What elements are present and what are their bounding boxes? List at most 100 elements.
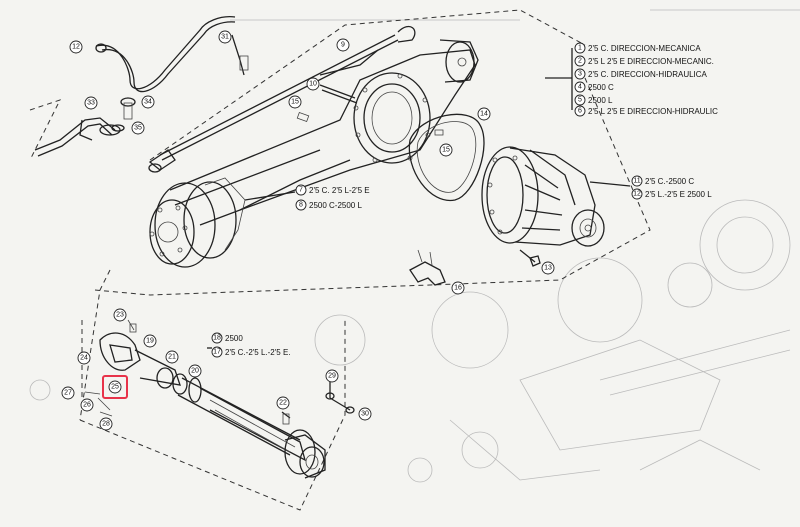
legend-item: 17 2'5 C.-2'5 L.-2'5 E.	[211, 346, 291, 358]
legend-text: 2'5 C.-2500 C	[645, 177, 694, 186]
legend-text: 2'5 L.-2'5 E 2500 L	[645, 190, 712, 199]
group-outlines	[29, 9, 651, 511]
callout-20: 20	[188, 364, 202, 378]
callout-16: 16	[451, 281, 465, 295]
legend-item: 6 2'5 L 2'5 E DIRECCION-HIDRAULIC	[574, 105, 718, 117]
legend-text: 2500	[225, 334, 243, 343]
callout-26: 26	[80, 398, 94, 412]
legend-number: 1	[578, 45, 582, 52]
callout-34: 34	[141, 95, 155, 109]
legend-number: 4	[578, 84, 582, 91]
legend-text: 2'5 C. DIRECCION-MECANICA	[588, 44, 701, 53]
callout-9: 9	[336, 38, 350, 52]
callouts: 12 31 33 34 35 9 10 15 14 15 13 16 23 19…	[61, 30, 555, 431]
legend-diff: 11 2'5 C.-2500 C 12 2'5 L.-2'5 E 2500 L	[631, 175, 712, 200]
callout-label: 14	[480, 111, 488, 118]
drive-shaft	[84, 319, 355, 479]
callout-13: 13	[541, 261, 555, 275]
callout-22: 22	[276, 396, 290, 410]
legend-number: 6	[578, 108, 582, 115]
callout-21: 21	[165, 350, 179, 364]
callout-label: 24	[80, 355, 88, 362]
callout-33: 33	[84, 96, 98, 110]
callout-label: 28	[102, 421, 110, 428]
callout-25[interactable]: 25	[108, 380, 122, 394]
callout-label: 27	[64, 390, 72, 397]
callout-19: 19	[143, 334, 157, 348]
legend-text: 2'5 C. 2'5 L-2'5 E	[309, 186, 370, 195]
differential-carrier	[481, 146, 605, 267]
legend-item: 7 2'5 C. 2'5 L-2'5 E	[295, 184, 370, 196]
tie-rod	[148, 25, 416, 173]
legend-number: 18	[213, 335, 221, 342]
legend-text: 2'5 C. DIRECCION-HIDRAULICA	[588, 70, 708, 79]
legend-item: 2 2'5 L 2'5 E DIRECCION-MECANIC.	[574, 55, 714, 67]
callout-15a: 15	[288, 95, 302, 109]
legend-number: 2	[578, 58, 582, 65]
legend-text: 2500 L	[588, 96, 613, 105]
legend-number: 12	[633, 191, 641, 198]
legend-number: 11	[633, 178, 640, 185]
bracket	[409, 249, 446, 286]
callout-label: 31	[221, 34, 229, 41]
legend-number: 17	[213, 349, 221, 356]
callout-label: 15	[442, 147, 450, 154]
legend-item: 5 2500 L	[574, 94, 613, 106]
callout-label: 23	[116, 312, 124, 319]
callout-label: 29	[328, 373, 336, 380]
legend-item: 12 2'5 L.-2'5 E 2500 L	[631, 188, 712, 200]
callout-label: 9	[341, 42, 345, 49]
callout-28: 28	[99, 417, 113, 431]
legend-number: 7	[299, 187, 303, 194]
callout-29: 29	[325, 369, 339, 383]
callout-label: 19	[146, 338, 154, 345]
callout-23: 23	[113, 308, 127, 322]
callout-label: 13	[544, 265, 552, 272]
callout-30: 30	[358, 407, 372, 421]
gasket	[408, 113, 485, 201]
callout-label: 35	[134, 125, 142, 132]
axle-housing	[149, 39, 479, 268]
legend-item: 3 2'5 C. DIRECCION-HIDRAULICA	[574, 68, 708, 80]
legend-text: 2500 C	[588, 83, 614, 92]
legend-text: 2'5 L 2'5 E DIRECCION-HIDRAULIC	[588, 107, 718, 116]
legend-top: 1 2'5 C. DIRECCION-MECANICA 2 2'5 L 2'5 …	[574, 42, 718, 117]
background-bleed	[29, 9, 800, 483]
callout-label: 25	[111, 384, 119, 391]
callout-label: 12	[72, 44, 80, 51]
legend-text: 2'5 L 2'5 E DIRECCION-MECANIC.	[588, 57, 714, 66]
legend-number: 3	[578, 71, 582, 78]
legend-item: 4 2500 C	[574, 81, 614, 93]
callout-12: 12	[69, 40, 83, 54]
callout-label: 34	[144, 99, 152, 106]
legend-item: 1 2'5 C. DIRECCION-MECANICA	[574, 42, 701, 54]
callout-label: 21	[168, 354, 176, 361]
legend-item: 18 2500	[211, 332, 243, 344]
callout-label: 20	[191, 368, 199, 375]
callout-label: 15	[291, 99, 299, 106]
legend-item: 11 2'5 C.-2500 C	[631, 175, 694, 187]
callout-35: 35	[131, 121, 145, 135]
lever-assembly	[34, 97, 136, 157]
legend-text: 2'5 C.-2'5 L.-2'5 E.	[225, 348, 291, 357]
legend-shaft: 18 2500 17 2'5 C.-2'5 L.-2'5 E.	[211, 332, 291, 358]
legend-housing: 7 2'5 C. 2'5 L-2'5 E 8 2500 C-2500 L	[295, 184, 370, 211]
callout-label: 16	[454, 285, 462, 292]
legend-item: 8 2500 C-2500 L	[295, 199, 362, 211]
selection-highlight	[102, 375, 128, 399]
callout-label: 26	[83, 402, 91, 409]
callout-15b: 15	[439, 143, 453, 157]
leader-lines	[207, 48, 631, 349]
callout-27: 27	[61, 386, 75, 400]
callout-label: 33	[87, 100, 95, 107]
callout-label: 30	[361, 411, 369, 418]
legend-number: 5	[578, 97, 582, 104]
legend-text: 2500 C-2500 L	[309, 201, 362, 210]
callout-14: 14	[477, 107, 491, 121]
hose-assembly	[95, 16, 249, 93]
callout-label: 10	[309, 81, 317, 88]
callout-label: 22	[279, 400, 287, 407]
callout-24: 24	[77, 351, 91, 365]
